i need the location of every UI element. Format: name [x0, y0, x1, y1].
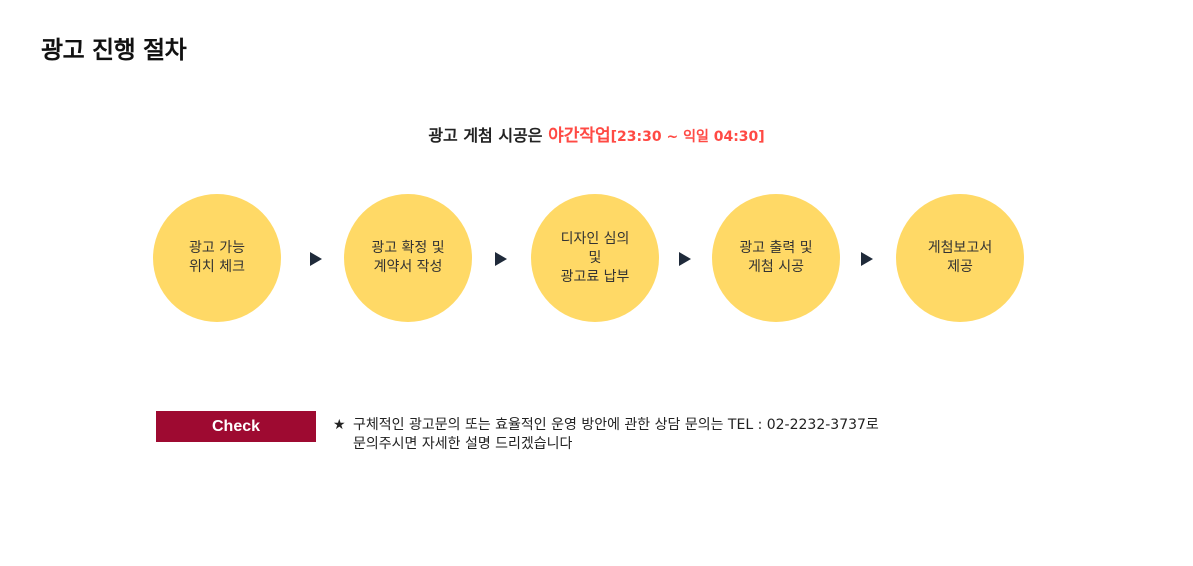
notice-prefix: 광고 게첨 시공은: [428, 126, 543, 145]
step-contract: 광고 확정 및 계약서 작성: [344, 194, 472, 322]
triangle-right-icon: [861, 252, 873, 266]
step-label-line: 제공: [947, 259, 973, 275]
contact-notice: ★ 구체적인 광고문의 또는 효율적인 운영 방안에 관한 상담 문의는 TEL …: [333, 416, 879, 454]
triangle-right-icon: [310, 252, 322, 266]
notice-highlight: 야간작업: [548, 126, 611, 146]
step-label-line: 및: [588, 249, 602, 266]
step-label-line: 디자인 심의: [560, 230, 630, 247]
contact-notice-line1: 구체적인 광고문의 또는 효율적인 운영 방안에 관한 상담 문의는 TEL :…: [353, 417, 879, 433]
step-print-install: 광고 출력 및 게첨 시공: [712, 194, 840, 322]
step-label-line: 게첨보고서: [927, 240, 993, 256]
step-location-check: 광고 가능 위치 체크: [153, 194, 281, 322]
page-title: 광고 진행 절차: [41, 36, 187, 64]
step-label-line: 게첨 시공: [748, 259, 804, 275]
triangle-right-icon: [495, 252, 507, 266]
step-label-line: 계약서 작성: [373, 259, 443, 275]
step-label-line: 광고 확정 및: [371, 240, 445, 256]
check-badge: Check: [156, 411, 316, 442]
night-work-notice: 광고 게첨 시공은 야간작업[23:30 ~ 익일 04:30]: [0, 121, 1193, 146]
notice-time: [23:30 ~ 익일 04:30]: [610, 129, 765, 145]
step-label-line: 광고료 납부: [560, 268, 630, 285]
step-report: 게첨보고서 제공: [896, 194, 1024, 322]
triangle-right-icon: [679, 252, 691, 266]
star-icon: ★: [333, 417, 346, 433]
step-label-line: 위치 체크: [189, 259, 245, 275]
step-design-review: 디자인 심의 및 광고료 납부: [531, 194, 659, 322]
step-label-line: 광고 출력 및: [739, 240, 813, 256]
step-label-line: 광고 가능: [189, 240, 245, 256]
contact-notice-line2: 문의주시면 자세한 설명 드리겠습니다: [353, 436, 573, 452]
